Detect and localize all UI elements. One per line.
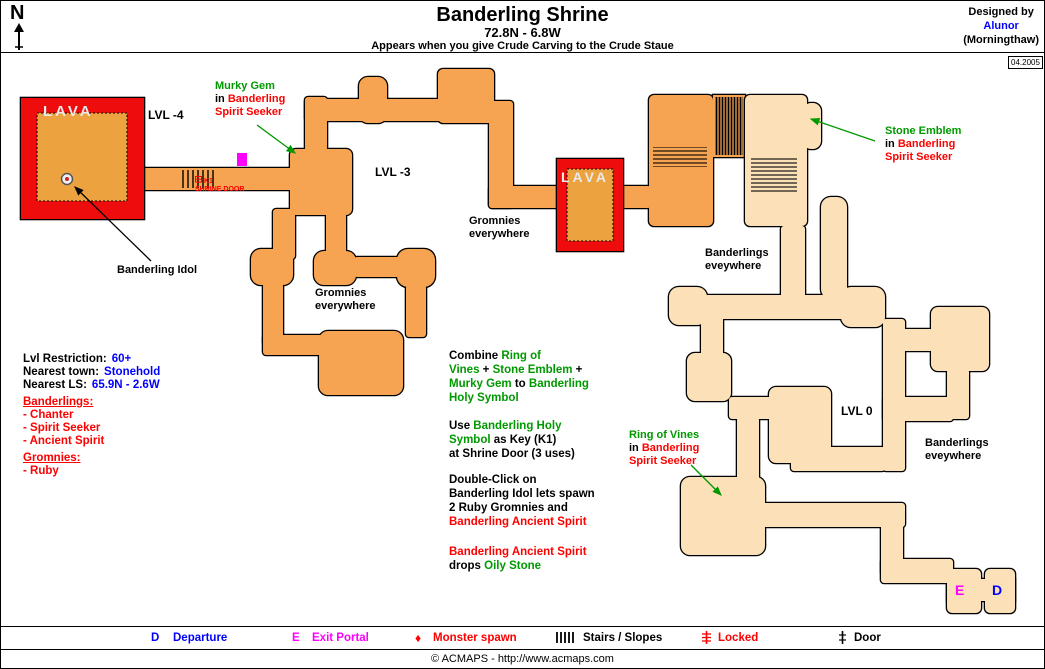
legend-departure-key: D xyxy=(151,632,160,644)
banderlings-list-item: - Ancient Spirit xyxy=(23,435,105,447)
banderlings-list-header: Banderlings: xyxy=(23,396,94,408)
map-date: 04.2005 xyxy=(1008,56,1043,69)
designed-by-label: Designed by xyxy=(968,6,1034,18)
idol-pointer-arrow xyxy=(74,186,152,262)
designer-world: (Morningthaw) xyxy=(963,34,1039,46)
legend-exit-key: E xyxy=(292,632,300,644)
slope-hatch-left xyxy=(653,147,707,167)
banderlings-list-item: - Chanter xyxy=(23,409,74,421)
gromnies-list-item: - Ruby xyxy=(23,465,59,477)
k1-shrine-door-label: K1 SHRINE DOOR xyxy=(195,176,245,193)
locked-icon xyxy=(701,627,712,650)
compass-n-label: N xyxy=(10,2,25,24)
stairs-icon xyxy=(555,627,575,650)
nearest-ls-row: Nearest LS:65.9N - 2.6W xyxy=(23,379,160,391)
legend-monster-label: Monster spawn xyxy=(433,632,517,644)
lava-label-center: LAVA xyxy=(561,169,610,185)
header-titles: Banderling Shrine 72.8N - 6.8W Appears w… xyxy=(1,4,1044,52)
level-label-minus4: LVL -4 xyxy=(148,108,184,122)
legend-bar: D Departure E Exit Portal ♦ Monster spaw… xyxy=(1,626,1044,649)
stone-emblem-label: Stone Emblem in Banderling Spirit Seeker xyxy=(885,125,962,163)
page-title: Banderling Shrine xyxy=(436,4,609,26)
designer-name: Alunor xyxy=(983,20,1019,32)
stone-emblem-arrow xyxy=(809,118,876,142)
nearest-town-row: Nearest town:Stonehold xyxy=(23,366,161,378)
murky-gem-label: Murky Gem in Banderling Spirit Seeker xyxy=(215,80,286,118)
slope-hatch-right xyxy=(751,157,797,193)
legend-departure-label: Departure xyxy=(173,632,228,644)
copyright-bar: © ACMAPS - http://www.acmaps.com xyxy=(1,649,1044,668)
ring-of-vines-label: Ring of Vines in Banderling Spirit Seeke… xyxy=(629,429,700,467)
map-coordinates: 72.8N - 6.8W xyxy=(484,25,561,40)
note-use-key: Use Banderling Holy Symbol as Key (K1) a… xyxy=(449,420,575,460)
lvl-restriction-row: Lvl Restriction:60+ xyxy=(23,353,132,365)
lava-label-left: LAVA xyxy=(43,103,94,120)
lava-pool-center xyxy=(566,168,614,242)
dungeon-map-drawing xyxy=(19,67,1017,615)
level-label-minus3: LVL -3 xyxy=(375,165,411,179)
murky-gem-arrow xyxy=(256,124,297,154)
legend-locked-label: Locked xyxy=(718,632,759,644)
lava-pool-left xyxy=(36,112,128,202)
banderlings-list-item: - Spirit Seeker xyxy=(23,422,101,434)
note-combine: Combine Ring of Vines + Stone Emblem + M… xyxy=(449,350,589,404)
note-drops: Banderling Ancient Spirit drops Oily Sto… xyxy=(449,546,587,572)
designer-block: Designed by Alunor (Morningthaw) xyxy=(963,5,1039,47)
gromnies-list-header: Gromnies: xyxy=(23,452,81,464)
departure-letter: D xyxy=(992,582,1003,598)
legend-door-label: Door xyxy=(854,632,881,644)
lock-icon xyxy=(195,176,202,183)
level-label-0: LVL 0 xyxy=(841,404,873,418)
north-arrow-icon xyxy=(14,23,24,50)
exit-portal-letter: E xyxy=(955,582,965,598)
info-block: Lvl Restriction:60+ Nearest town:Stoneho… xyxy=(23,353,160,478)
monster-spawn-icon: ♦ xyxy=(415,631,422,645)
stairs-hatch-tall xyxy=(715,97,743,155)
ring-of-vines-arrow xyxy=(690,464,722,496)
note-double-click: Double-Click on Banderling Idol lets spa… xyxy=(449,474,595,528)
banderling-idol-dot xyxy=(65,177,69,181)
legend-stairs-label: Stairs / Slopes xyxy=(583,632,663,644)
banderling-idol-label: Banderling Idol xyxy=(117,264,198,276)
shrine-door-marker xyxy=(237,153,247,166)
legend-exit-label: Exit Portal xyxy=(312,632,369,644)
door-icon xyxy=(838,627,847,650)
map-subtitle: Appears when you give Crude Carving to t… xyxy=(371,40,674,52)
copyright-text: © ACMAPS - http://www.acmaps.com xyxy=(431,653,614,665)
header: N Banderling Shrine 72.8N - 6.8W Appears… xyxy=(1,1,1044,53)
